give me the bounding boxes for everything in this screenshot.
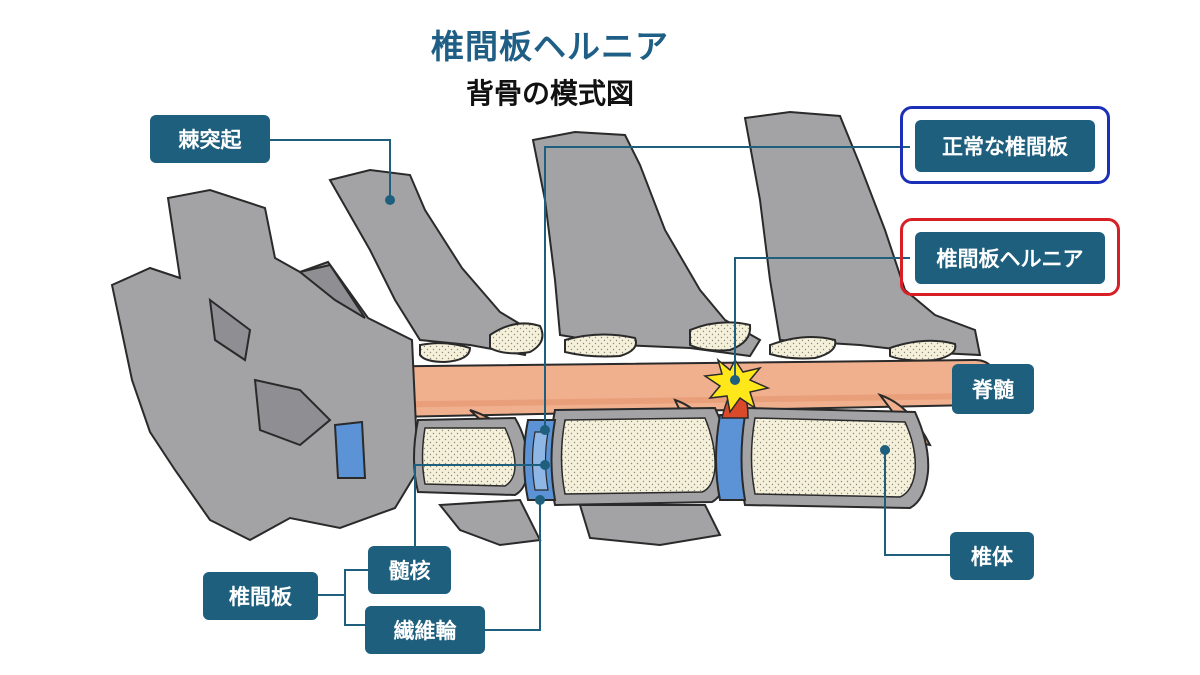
intervertebral-disc-left xyxy=(333,420,367,479)
facet-dotted xyxy=(889,339,957,362)
leader-normal-disc xyxy=(544,146,910,430)
vertebra-left-facet xyxy=(297,263,366,319)
normal-disc-highlight-frame xyxy=(900,106,1110,184)
leader-herniation xyxy=(734,257,910,380)
lower-arch xyxy=(578,504,722,547)
label-spinous-process: 棘突起 xyxy=(150,115,270,163)
herniation-highlight-frame xyxy=(900,218,1120,296)
vertebra-left-edge xyxy=(253,378,332,447)
nucleus-pulposus xyxy=(531,431,549,491)
leader-disc-bracket xyxy=(318,569,370,596)
leader-nucleus xyxy=(414,464,545,555)
leader-lines xyxy=(270,139,995,631)
label-intervertebral-disc: 椎間板 xyxy=(203,572,318,620)
burst-icon xyxy=(702,357,771,414)
leader-disc-bracket-lower xyxy=(344,595,370,626)
vertebral-body-1-inner xyxy=(421,427,516,487)
label-annulus-fibrosus: 繊維輪 xyxy=(365,606,485,654)
label-vertebral-body: 椎体 xyxy=(950,532,1034,580)
facet-dotted xyxy=(564,333,637,358)
vertebra-3-spinous-process xyxy=(743,110,982,357)
label-normal-disc: 正常な椎間板 xyxy=(915,120,1095,172)
facet-dotted xyxy=(489,322,544,355)
leader-spinous-process xyxy=(270,139,391,200)
vertebral-body-3-inner xyxy=(750,417,917,498)
vertebra-2-spinous-process xyxy=(531,130,762,358)
page-subtitle: 背骨の模式図 xyxy=(465,77,634,110)
facet-dotted xyxy=(769,336,837,360)
label-nucleus-pulposus: 髄核 xyxy=(368,546,451,594)
label-disc-herniation: 椎間板ヘルニア xyxy=(915,232,1105,284)
vertebral-body-2-inner xyxy=(560,417,716,495)
facet-dotted xyxy=(419,342,472,364)
label-spinal-cord: 脊髄 xyxy=(952,364,1034,414)
lower-arch xyxy=(438,498,542,547)
page-title: 椎間板ヘルニア xyxy=(431,27,669,66)
leader-vertebral-body xyxy=(884,450,950,556)
vertebra-left-edge xyxy=(208,297,252,362)
leader-dots xyxy=(385,195,890,505)
intervertebral-disc-herniated xyxy=(715,414,747,501)
